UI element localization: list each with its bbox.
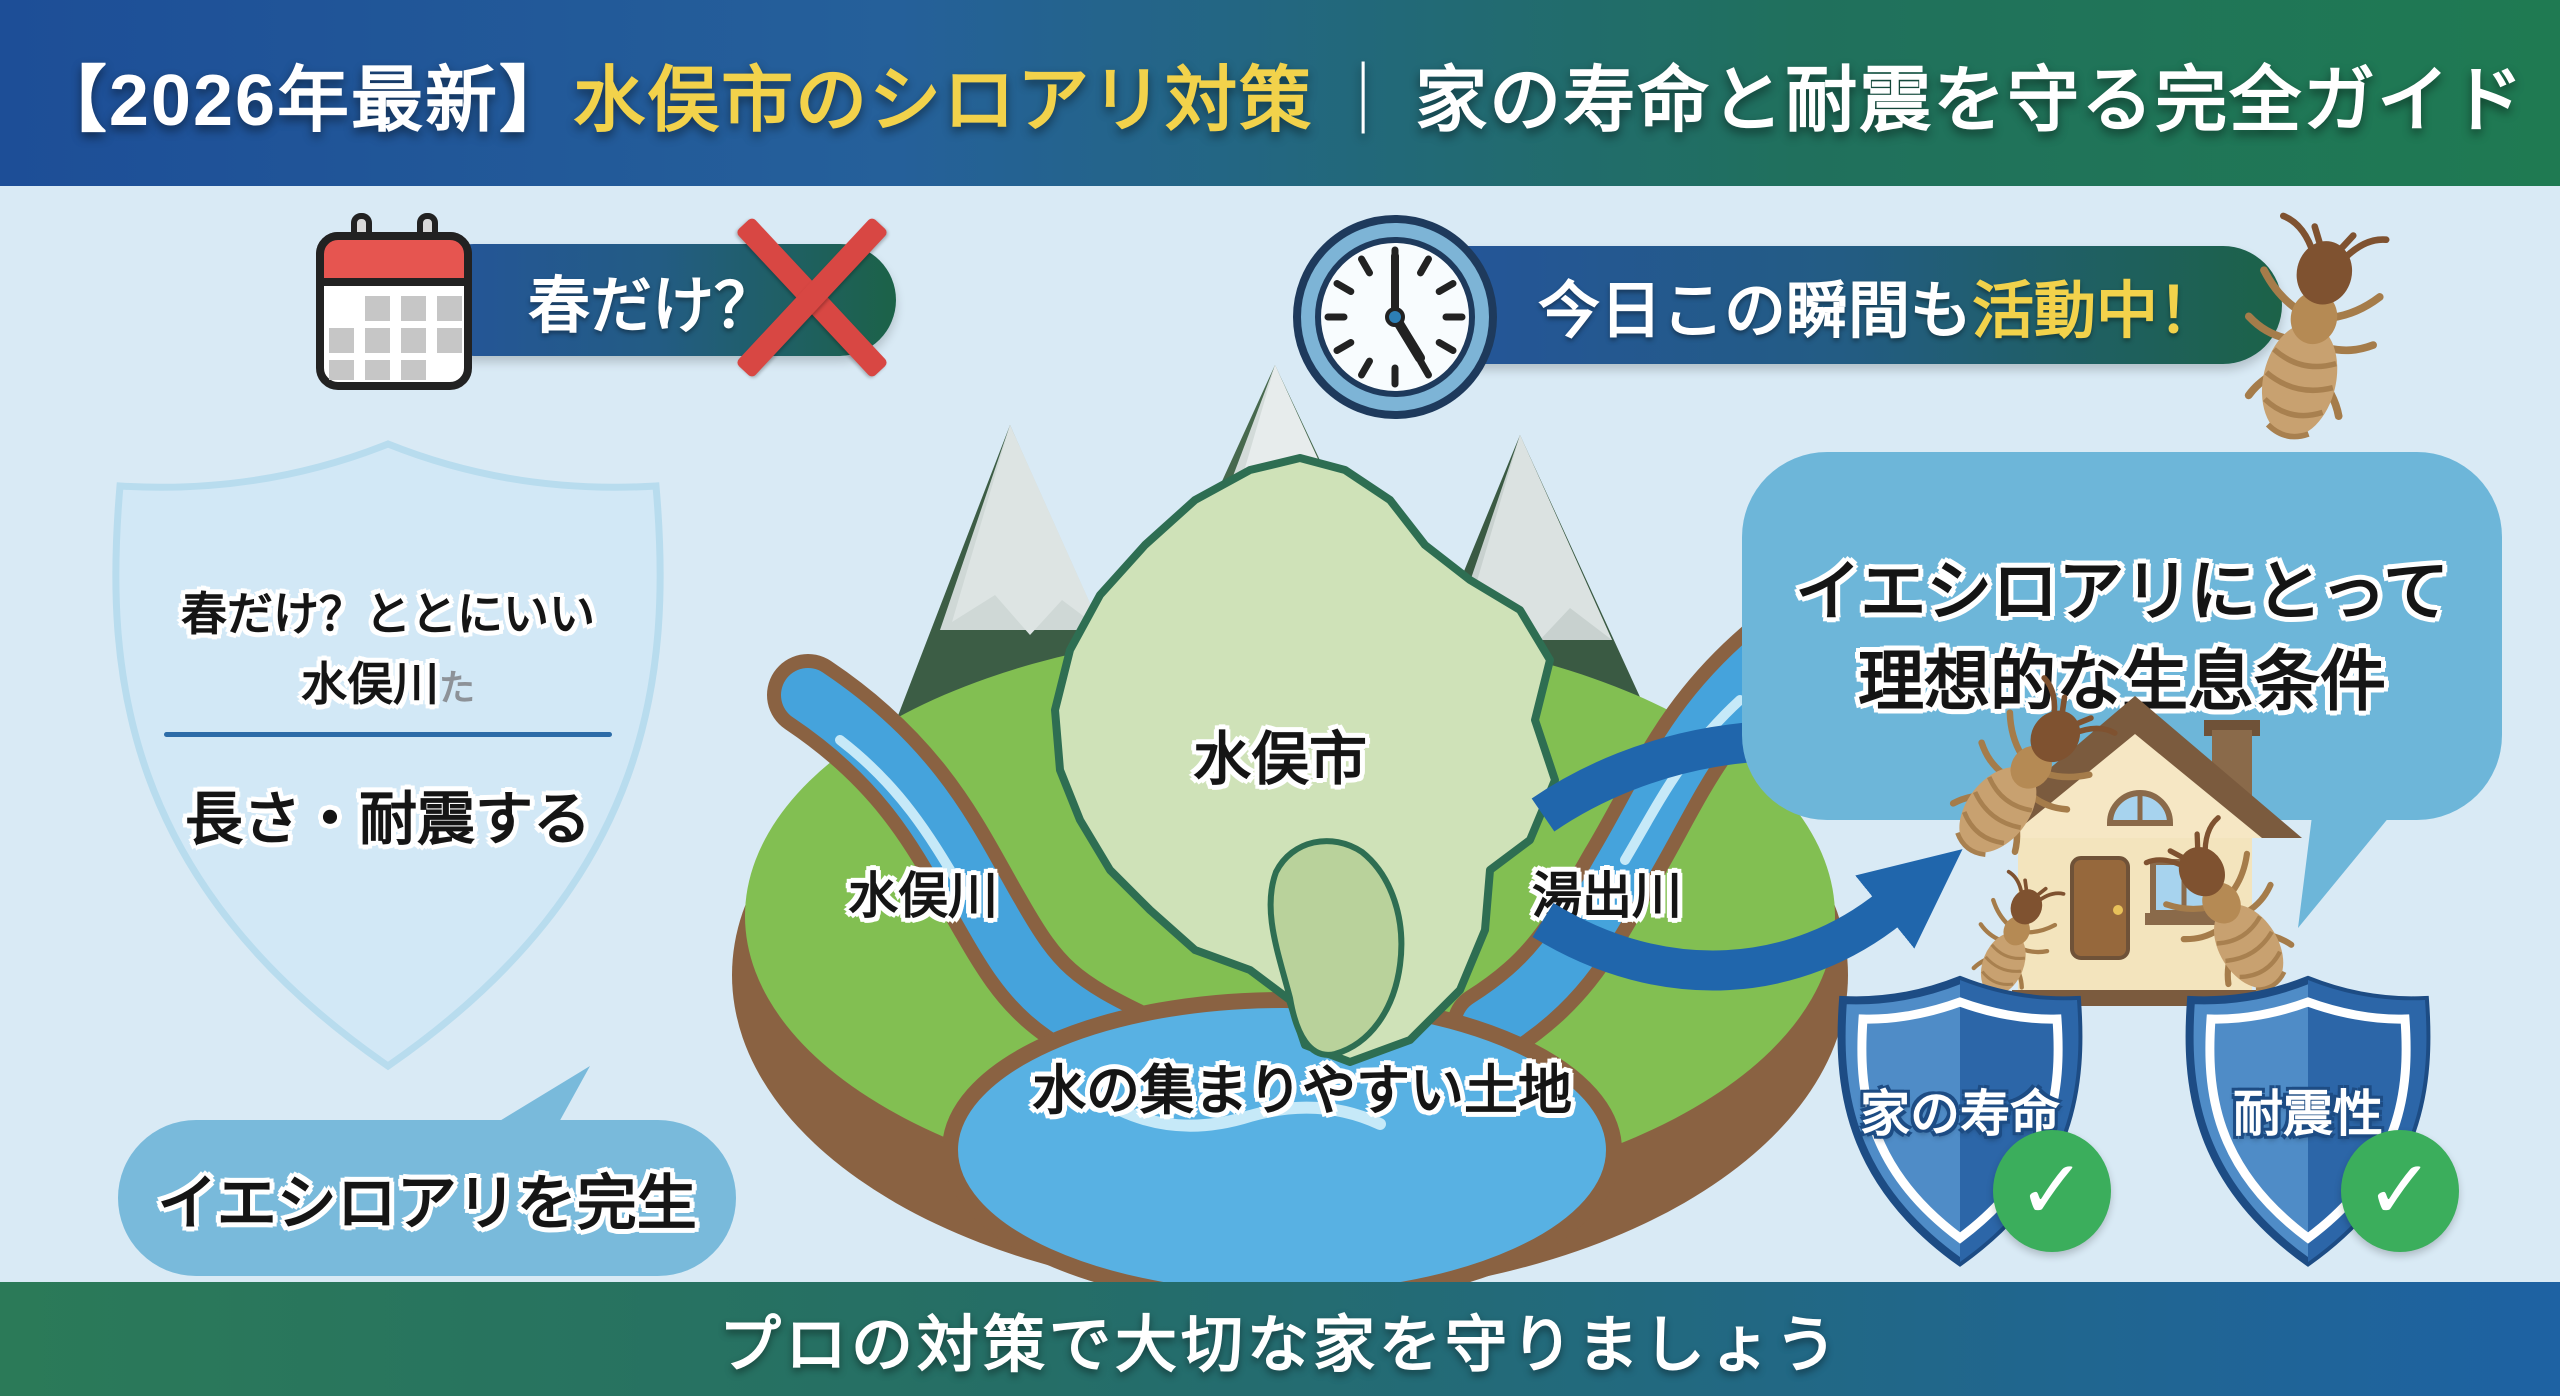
calendar-icon: [316, 213, 472, 390]
termite-icon: [2218, 202, 2401, 467]
habitat-line2: 理想的な生息条件: [1858, 644, 2386, 718]
calendar-badge-label: 春だけ？: [528, 272, 777, 341]
clock-badge-highlight: 活動中！: [1972, 277, 2221, 346]
footer-banner: プロの対策で大切な家を守りましょう: [0, 1282, 2560, 1396]
clock-badge-label: 今日この瞬間も: [1538, 277, 1973, 346]
check-icon: ✓: [2365, 1145, 2435, 1236]
bubble-tail: [2298, 816, 2390, 928]
header-suffix: 家の寿命と耐震を守る完全ガイド: [1415, 60, 2526, 141]
check-icon: ✓: [2017, 1145, 2087, 1236]
page-title: 【2026年最新】水俣市のシロアリ対策｜家の寿命と耐震を守る完全ガイド: [35, 41, 2525, 146]
shield-label: 家の寿命: [1860, 1086, 2060, 1142]
header-prefix: 【2026年最新】: [34, 60, 574, 141]
header-highlight: 水俣市のシロアリ対策: [573, 60, 1314, 141]
myth-bubble-text: イエシロアリを完生: [157, 1169, 697, 1237]
myth-bubble: イエシロアリを完生: [118, 1120, 736, 1276]
city-label: 水俣市: [1192, 727, 1367, 792]
myth-shield: 春だけ？ととにいい 水俣川た 長さ・耐震する: [58, 430, 718, 1085]
myth-line1: 春だけ？ととにいい: [181, 588, 595, 640]
check-badge: ✓: [1993, 1130, 2111, 1252]
myth-line3: 長さ・耐震する: [184, 787, 591, 852]
shield-label: 耐震性: [2233, 1086, 2383, 1142]
shield-icon: [112, 440, 664, 1071]
arrow-bottom-icon: [1532, 849, 1963, 991]
footer-text: プロの対策で大切な家を守りましょう: [718, 1311, 1841, 1380]
city-map-shape: [1051, 454, 1559, 1066]
bubble-tail: [498, 1066, 590, 1124]
clock-icon: [1293, 215, 1497, 419]
myth-line2-note: た: [438, 667, 475, 708]
header-banner: 【2026年最新】水俣市のシロアリ対策｜家の寿命と耐震を守る完全ガイド: [0, 0, 2560, 186]
clock-badge: 今日この瞬間も 活動中！: [1398, 246, 2282, 364]
myth-line2: 水俣川た: [300, 658, 475, 710]
header-separator: ｜: [1327, 60, 1402, 141]
result-shield-lifespan: 家の寿命 ✓: [1835, 972, 2111, 1268]
river-left-label: 水俣川: [848, 868, 998, 924]
divider-line: [163, 732, 613, 737]
result-shield-quake: 耐震性 ✓: [2183, 972, 2459, 1268]
land-caption: 水の集まりやすい土地: [1032, 1061, 1572, 1121]
habitat-line1: イエシロアリにとって: [1794, 553, 2450, 628]
check-badge: ✓: [2341, 1130, 2459, 1252]
